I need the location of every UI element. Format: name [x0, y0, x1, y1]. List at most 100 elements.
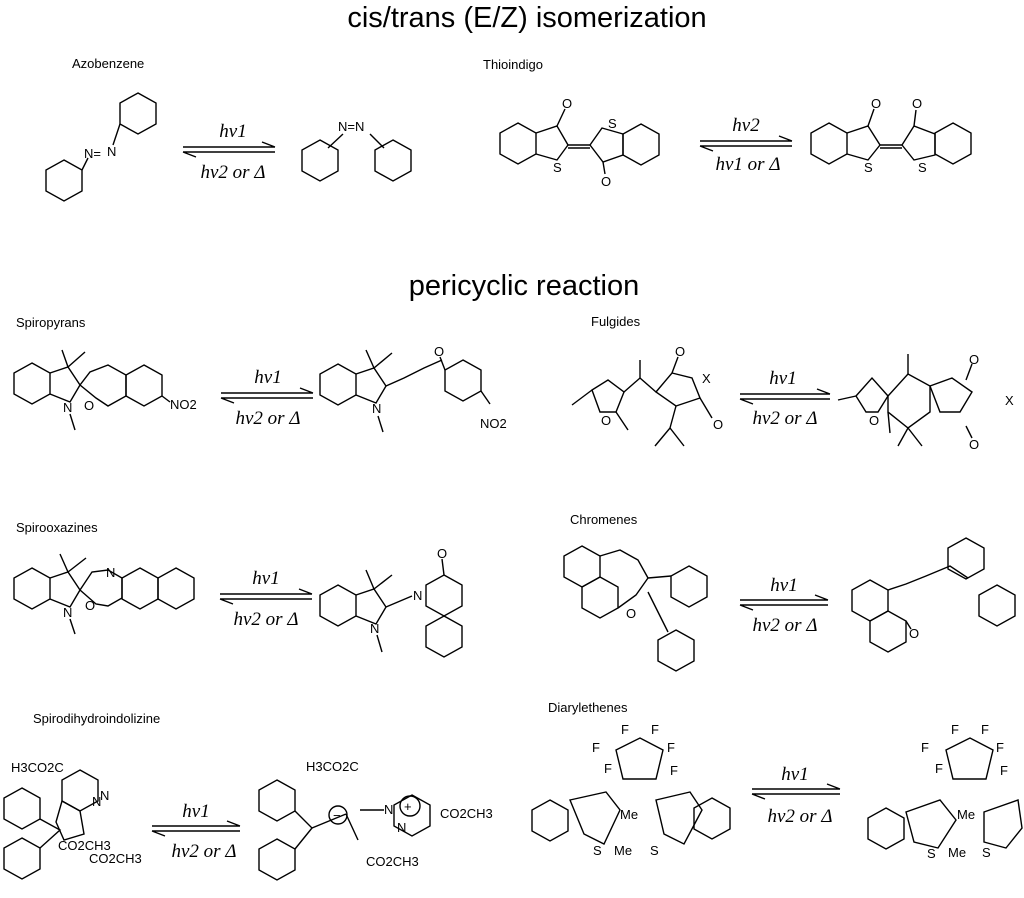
structure-trans-azobenzene: N= N — [45, 92, 157, 202]
forward-arrow — [752, 783, 841, 790]
ester-group: CO2CH3 — [58, 838, 111, 853]
ester-group: H3CO2C — [11, 760, 64, 775]
pyran-oxygen: O — [626, 606, 636, 621]
fluorine-atom: F — [604, 761, 612, 776]
nitro-group: NO2 — [170, 397, 197, 412]
structure-photomerocyanine: N N O — [319, 546, 463, 658]
reverse-arrow — [182, 151, 275, 158]
label-diarylethenes: Diarylethenes — [548, 700, 628, 715]
benzene-ring — [258, 779, 296, 822]
ring-nitrogen: N — [92, 794, 101, 809]
equilibrium-arrow-thioindigo: hν2 hν1 or Δ — [699, 115, 793, 175]
structure-diarylethene-closed: F F F F F F S Me Me S — [867, 722, 1023, 861]
forward-condition: hν1 — [219, 121, 246, 142]
fluorine-atom: F — [667, 740, 675, 755]
reverse-arrow — [739, 604, 828, 611]
label-spirooxazines: Spirooxazines — [16, 520, 98, 535]
label-chromenes: Chromenes — [570, 512, 638, 527]
benzene-ring — [867, 807, 905, 850]
benzene-ring — [657, 629, 695, 672]
methyl-group: Me — [957, 807, 975, 822]
benzene-ring — [13, 362, 51, 405]
oxazine-oxygen: O — [85, 598, 95, 613]
methyl-group: Me — [620, 807, 638, 822]
structure-merocyanine: N O NO2 — [319, 344, 507, 433]
heading-pericyclic: pericyclic reaction — [409, 270, 639, 302]
imine-nitrogen: N — [413, 588, 422, 603]
equilibrium-arrow-spiropyrans: hν1 hν2 or Δ — [220, 367, 314, 429]
forward-condition: hν1 — [254, 367, 281, 388]
structure-diarylethene-open: F F F F F F S Me S Me — [531, 722, 731, 858]
benzene-ring — [125, 364, 163, 407]
sulfur-atom: S — [982, 845, 991, 860]
fluorine-atom: F — [996, 740, 1004, 755]
fluorine-atom: F — [1000, 763, 1008, 778]
reverse-condition: hν1 or Δ — [716, 154, 781, 175]
benzene-ring — [258, 838, 296, 881]
nitrogen-atom: N — [370, 621, 379, 636]
benzene-ring — [531, 799, 569, 842]
nitrogen-atom: N — [63, 400, 72, 415]
benzene-ring — [119, 92, 157, 135]
fluorine-atom: F — [935, 761, 943, 776]
equilibrium-arrow-diarylethenes: hν1 hν2 or Δ — [751, 764, 841, 827]
benzene-ring — [444, 359, 482, 402]
forward-condition: hν1 — [182, 801, 209, 822]
structure-fulgide-closed: O O X O — [837, 352, 1014, 452]
structure-spirooxazine: N N O — [13, 553, 195, 635]
label-spiropyrans: Spiropyrans — [16, 315, 86, 330]
methyl-group: Me — [614, 843, 632, 858]
carbonyl-oxygen: O — [871, 96, 881, 111]
benzene-ring — [319, 363, 357, 406]
forward-condition: hν1 — [769, 368, 796, 389]
structure-betaine: H3CO2C − CO2CH3 N + N CO2CH3 — [258, 759, 493, 881]
carbonyl-oxygen: O — [912, 96, 922, 111]
anhydride-ring — [929, 377, 973, 413]
benzene-ring — [121, 567, 159, 610]
pyran-oxygen: O — [84, 398, 94, 413]
forward-arrow — [221, 387, 314, 394]
plus-sign: + — [404, 799, 412, 814]
benzene-ring — [3, 787, 41, 830]
structure-cis-thioindigo: O S O S — [810, 96, 972, 175]
benzene-ring — [157, 567, 195, 610]
benzene-ring — [563, 545, 601, 588]
carbonyl-oxygen: O — [437, 546, 447, 561]
equilibrium-arrow-spirodihydroindolizine: hν1 hν2 or Δ — [151, 801, 241, 862]
structure-chromene-open: O — [851, 537, 1016, 653]
perfluorocyclopentene-ring — [615, 737, 664, 780]
sulfur-atom: S — [553, 160, 562, 175]
fluorine-atom: F — [951, 722, 959, 737]
label-azobenzene: Azobenzene — [72, 56, 144, 71]
equilibrium-arrow-fulgides: hν1 hν2 or Δ — [739, 368, 831, 429]
equilibrium-arrow-azobenzene: hν1 hν2 or Δ — [182, 121, 276, 183]
pyridazine-ring — [393, 794, 431, 837]
nitrogen-atom: N — [63, 605, 72, 620]
forward-condition: hν1 — [781, 764, 808, 785]
furan-ring — [855, 376, 889, 413]
sulfur-atom: S — [650, 843, 659, 858]
carbonyl-oxygen: O — [969, 352, 979, 367]
forward-arrow — [152, 820, 241, 827]
equilibrium-arrow-spirooxazines: hν1 hν2 or Δ — [219, 568, 313, 630]
forward-arrow — [740, 594, 829, 601]
benzene-ring — [319, 584, 357, 627]
phenolate-oxygen: O — [434, 344, 444, 359]
heteroatom-x: X — [1005, 393, 1014, 408]
reverse-arrow — [220, 397, 313, 404]
forward-arrow — [740, 388, 831, 395]
sulfur-atom: S — [864, 160, 873, 175]
reverse-condition: hν2 or Δ — [172, 841, 237, 862]
benzene-ring — [425, 615, 463, 658]
heteroatom-x: X — [702, 371, 711, 386]
benzene-ring — [622, 123, 660, 166]
sulfur-atom: S — [593, 843, 602, 858]
ring-nitrogen: N — [397, 820, 406, 835]
benzene-ring — [499, 122, 537, 165]
reverse-condition: hν2 or Δ — [234, 609, 299, 630]
forward-arrow — [220, 588, 313, 595]
pyridinium-nitrogen: N — [384, 802, 393, 817]
methyl-group: Me — [948, 845, 966, 860]
azo-group-label: N= — [84, 146, 101, 161]
structure-trans-thioindigo: O S O S — [499, 96, 660, 189]
